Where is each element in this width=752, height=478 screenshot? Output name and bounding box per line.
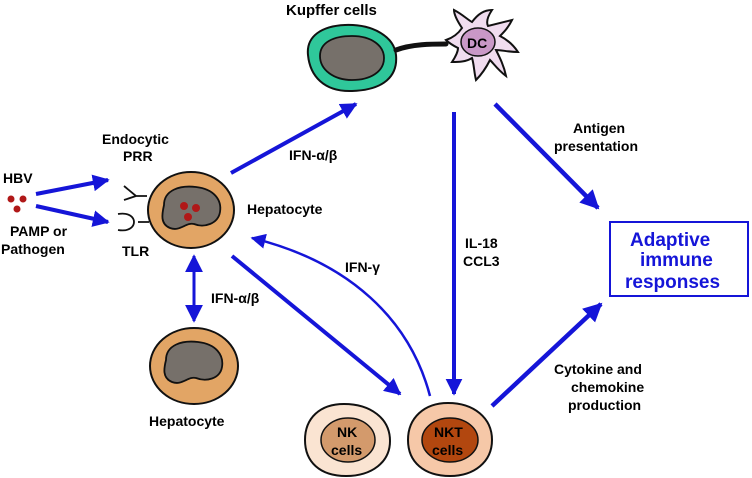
kupffer-cell [306, 23, 398, 93]
tlr-receptor [117, 212, 149, 232]
virus-particle [19, 195, 27, 203]
dc-to-adaptive-arrow [493, 102, 600, 210]
hepatocyte-bottom-label: Hepatocyte [149, 413, 225, 429]
production-label: production [568, 397, 641, 413]
hepatocyte-to-nkt-arrow [230, 254, 402, 396]
nkt-label: NKT [434, 424, 463, 440]
dendritic-cell [444, 8, 520, 82]
dc-label: DC [467, 35, 487, 51]
ccl3-label: CCL3 [463, 253, 500, 269]
adaptive-line1: Adaptive [630, 230, 710, 251]
adaptive-box [609, 221, 749, 297]
hbv-label: HBV [3, 170, 33, 186]
hepatocyte-bottom [149, 327, 239, 405]
il18-label: IL-18 [465, 235, 498, 251]
chemokine-label: chemokine [571, 379, 644, 395]
kupffer-dc-connector [393, 41, 449, 53]
hbv-to-hepatocyte-arrow [35, 174, 110, 196]
kupffer-cells-label: Kupffer cells [286, 2, 377, 19]
virus-particle [13, 205, 21, 213]
endocytic-label: Endocytic [102, 131, 169, 147]
pamp-to-hepatocyte-arrow [35, 204, 110, 227]
virus-particle [184, 213, 192, 221]
cytokine-label: Cytokine and [554, 361, 642, 377]
antigen-label: Antigen [573, 120, 625, 136]
nk-cell [303, 402, 392, 478]
adaptive-line3: responses [625, 272, 720, 293]
adaptive-line2: immune [640, 250, 713, 271]
ifn-ab-side-label: IFN-α/β [211, 290, 260, 306]
virus-particle [180, 202, 188, 210]
nkt-cell [406, 401, 494, 478]
hepatocyte-to-kupffer-arrow [230, 102, 358, 175]
prr-label: PRR [123, 148, 153, 164]
pathogen-label: Pathogen [1, 241, 65, 257]
nkt-cells-label: cells [432, 442, 463, 458]
virus-particle [192, 204, 200, 212]
nkt-to-adaptive-arrow [490, 302, 603, 408]
nk-cells-label: cells [331, 442, 362, 458]
ifn-gamma-arrow [250, 233, 432, 397]
virus-particle [7, 195, 15, 203]
ifn-ab-top-label: IFN-α/β [289, 147, 338, 163]
endocytic-prr-receptor [123, 185, 147, 201]
hepatocyte-main [147, 171, 235, 249]
pamp-label: PAMP or [10, 223, 68, 239]
nk-label: NK [337, 424, 357, 440]
tlr-label: TLR [122, 243, 149, 259]
presentation-label: presentation [554, 138, 638, 154]
ifn-gamma-label: IFN-γ [345, 259, 380, 275]
hepatocyte-main-label: Hepatocyte [247, 201, 323, 217]
